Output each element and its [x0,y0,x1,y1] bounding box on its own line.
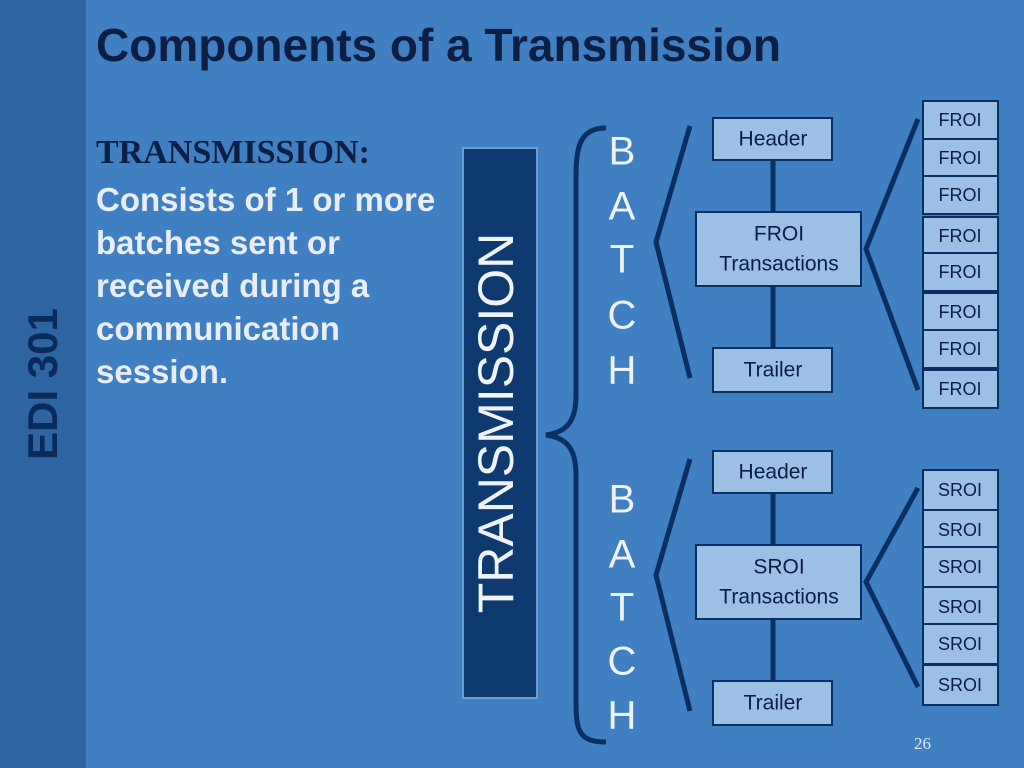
batch-bracket [653,458,693,712]
transactions-box [695,544,862,620]
batch-bracket [653,125,693,379]
item-label: FROI [939,148,982,168]
header-label: Header [739,461,808,484]
items-bracket [863,118,921,391]
item-label: FROI [939,110,982,130]
item-box [922,138,999,178]
items-bracket [863,486,921,689]
item-box [922,623,999,665]
item-label: SROI [938,480,982,500]
item-box [922,546,999,588]
batch-letter: T [610,238,634,282]
item-label: FROI [939,379,982,399]
transactions-label-line: FROI [754,223,804,246]
item-label: FROI [939,302,982,322]
batch-letter: A [609,185,636,229]
item-label: FROI [939,226,982,246]
item-box [922,175,999,215]
transmission-box [462,147,538,699]
batch-letter: H [608,694,637,738]
item-box [922,369,999,409]
item-label: SROI [938,520,982,540]
header-label: Header [739,128,808,151]
batch-letter: T [610,586,634,630]
batch-letter: B [609,478,636,522]
batch-letter: B [609,130,636,174]
definition-term: TRANSMISSION: [96,134,370,171]
item-label: FROI [939,339,982,359]
item-box [922,509,999,551]
item-label: SROI [938,597,982,617]
trailer-label: Trailer [744,692,803,715]
item-label: SROI [938,675,982,695]
trailer-box [712,347,833,393]
batch-letter: H [608,349,637,393]
transactions-box [695,211,862,287]
transactions-label-line: SROI [753,556,804,579]
batch-letter: C [608,294,637,338]
transmission-label: TRANSMISSION [468,233,524,614]
item-label: SROI [938,634,982,654]
transactions-label-line: Transactions [719,253,838,276]
slide-title: Components of a Transmission [96,19,781,71]
item-box [922,329,999,369]
main-brace [545,125,607,745]
item-box [922,469,999,511]
batch-letter: C [608,640,637,684]
item-label: SROI [938,557,982,577]
definition-text: Consists of 1 or more batches sent or re… [96,181,436,390]
transactions-label-line: Transactions [719,586,838,609]
item-label: FROI [939,185,982,205]
item-box [922,252,999,292]
sidebar: EDI 301 [0,0,86,768]
trailer-label: Trailer [744,359,803,382]
header-box [712,450,833,494]
page-number: 26 [914,734,931,753]
header-box [712,117,833,161]
item-label: FROI [939,262,982,282]
trailer-box [712,680,833,726]
batch-letter: A [609,533,636,577]
item-box [922,664,999,706]
